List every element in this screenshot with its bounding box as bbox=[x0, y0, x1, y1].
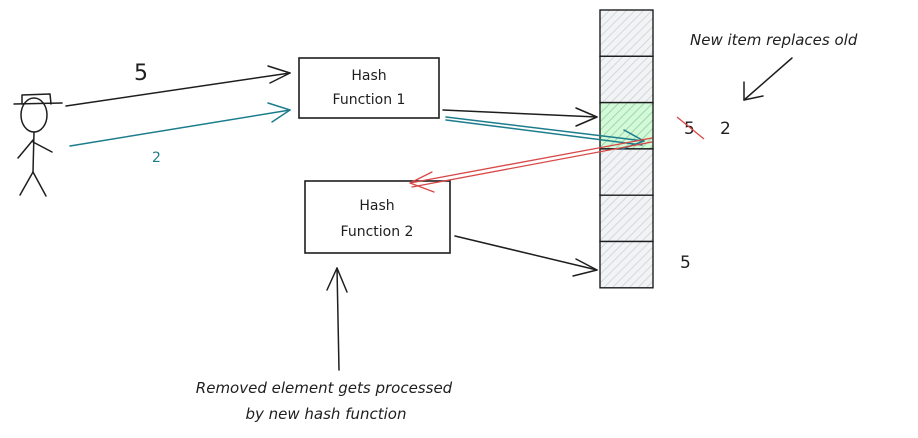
note-new-item-replaces-old: New item replaces old bbox=[690, 31, 858, 49]
arrow-hash1-to-slot bbox=[442, 107, 598, 127]
hash-table-slot-5 bbox=[599, 194, 654, 243]
user-left-arm bbox=[17, 139, 34, 159]
user-stick-figure bbox=[13, 93, 63, 197]
arrow-hash2-to-slot bbox=[454, 235, 598, 277]
hash-function-1-box: Hash Function 1 bbox=[298, 57, 440, 119]
strike-through-mark bbox=[676, 116, 705, 140]
hat-crown bbox=[21, 93, 52, 105]
user-body bbox=[32, 131, 35, 173]
hash-function-2-box: Hash Function 2 bbox=[304, 180, 451, 254]
input-five-label: 5 bbox=[134, 61, 148, 86]
hash-table bbox=[599, 9, 654, 289]
user-left-leg bbox=[19, 171, 34, 196]
arrow-note-to-value bbox=[743, 57, 793, 101]
arrow-note-to-hash2 bbox=[326, 267, 348, 371]
new-value-label: 2 bbox=[720, 119, 731, 139]
hash2-title-line1: Hash bbox=[359, 198, 394, 214]
user-right-leg bbox=[32, 171, 47, 197]
note-removed-element-line2: by new hash function bbox=[245, 405, 406, 423]
input-two-label: 2 bbox=[152, 150, 161, 166]
hash-table-slot-4 bbox=[599, 148, 654, 196]
hash-table-slot-6 bbox=[599, 240, 654, 289]
hash-table-slot-1 bbox=[599, 9, 654, 57]
arrow-five-to-hash1 bbox=[65, 65, 291, 107]
hash2-title-line2: Function 2 bbox=[341, 224, 414, 240]
hash-table-slot-2 bbox=[599, 55, 654, 104]
hat-brim bbox=[13, 102, 63, 105]
old-value-crossed: 5 bbox=[684, 119, 695, 139]
note-removed-element-line1: Removed element gets processed bbox=[196, 379, 453, 397]
hash-table-slot-3 bbox=[599, 101, 654, 150]
hash1-title-line1: Hash bbox=[351, 68, 386, 84]
hash1-title-line2: Function 1 bbox=[333, 92, 406, 108]
relocated-value-label: 5 bbox=[680, 253, 691, 273]
arrow-two-to-hash1 bbox=[69, 102, 291, 147]
arrow-evicted-to-hash2 bbox=[409, 137, 653, 193]
user-right-arm bbox=[32, 141, 53, 153]
